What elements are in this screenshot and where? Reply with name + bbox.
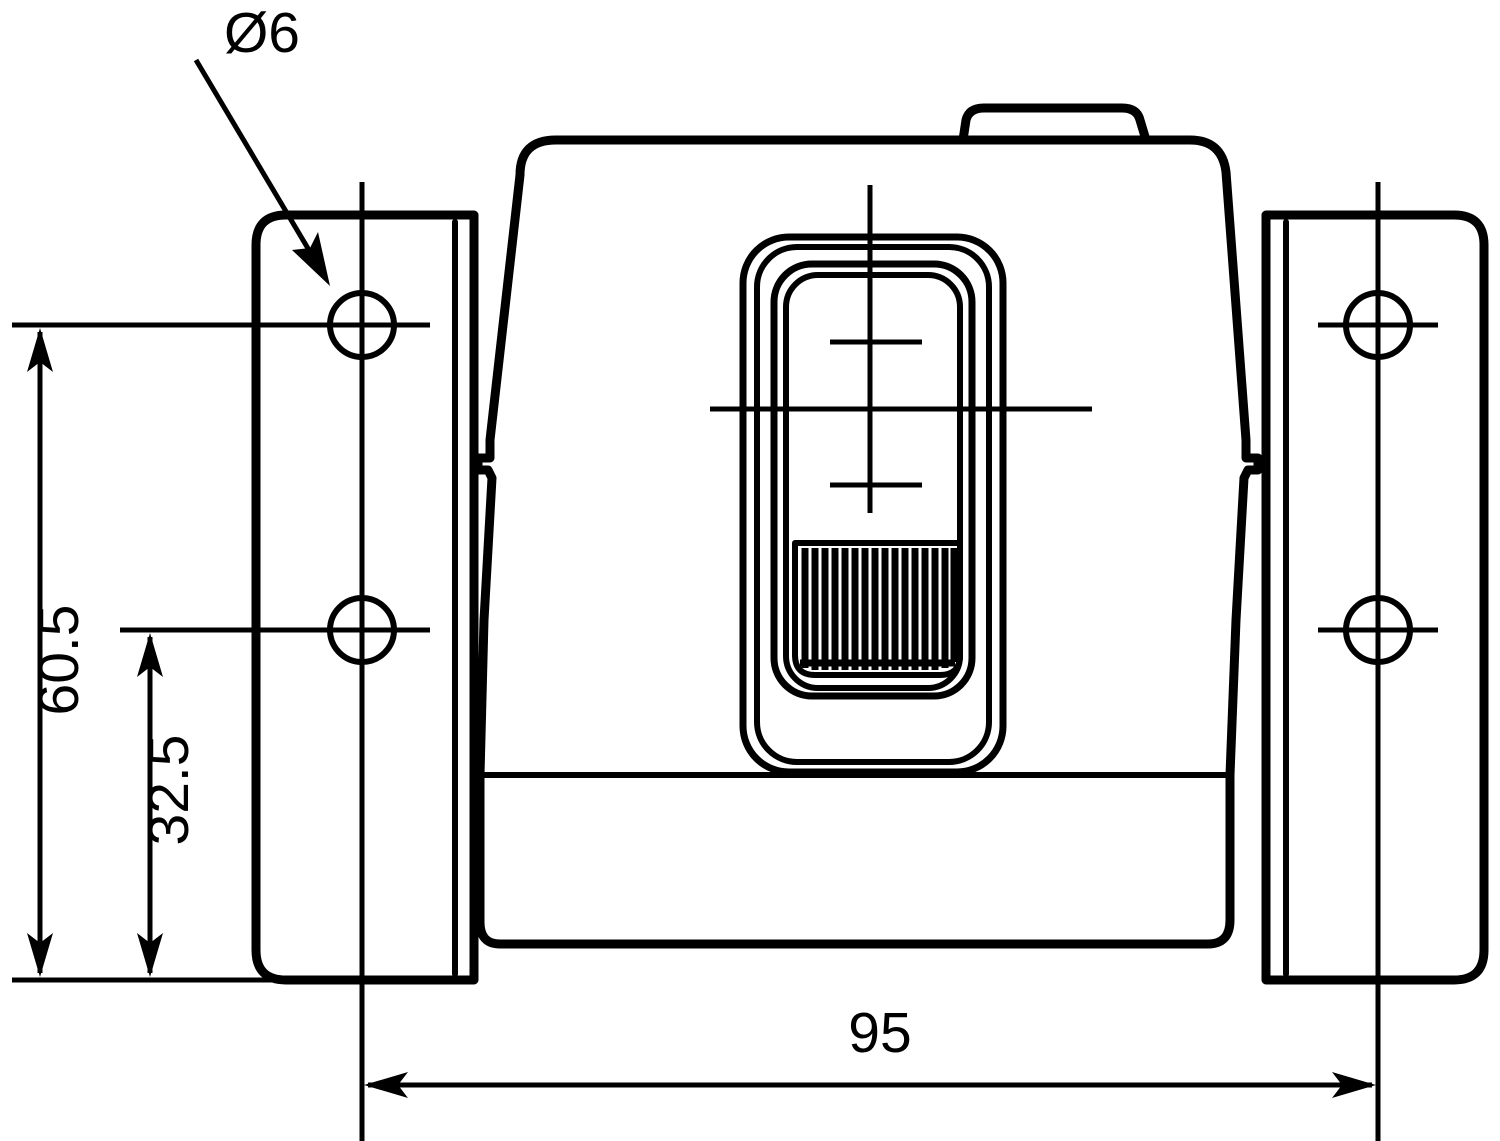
dimension-95-text: 95	[848, 1001, 911, 1065]
housing-top-tab	[958, 103, 1151, 145]
dimension-32-5-arrow-top	[137, 633, 163, 677]
dimension-60-5: 60.5	[27, 328, 91, 977]
rocker-bezel-outer	[739, 233, 1007, 776]
rocker-switch-bezel	[739, 233, 1007, 776]
centerlines	[12, 182, 1438, 1141]
dimension-32-5-text: 32.5	[137, 735, 201, 846]
diameter-leader-arrowhead	[292, 232, 330, 286]
dimension-95-arrow-right	[1332, 1072, 1376, 1098]
rocker-bezel-inner	[783, 272, 963, 691]
rocker-bezel-outer-inner	[754, 244, 992, 765]
dimension-32-5: 32.5	[137, 633, 201, 977]
left-mounting-bracket	[251, 210, 479, 985]
dimension-95-arrow-left	[364, 1072, 408, 1098]
right-mounting-bracket	[1261, 210, 1489, 985]
hole-diameter-label: Ø6	[224, 1, 300, 65]
diameter-leader-line	[193, 58, 325, 274]
rocker-ribbed-thumb-pad	[792, 540, 963, 678]
leader-note-hole-diameter: Ø6	[193, 1, 330, 286]
dimension-60-5-arrow-bottom	[27, 933, 53, 977]
dimension-60-5-arrow-top	[27, 328, 53, 372]
dimension-60-5-text: 60.5	[27, 605, 91, 716]
dimension-95: 95	[364, 1001, 1376, 1098]
thumb-pad-ribs	[801, 548, 958, 670]
rocker-bezel-middle	[770, 260, 976, 700]
dimension-32-5-arrow-bottom	[137, 933, 163, 977]
